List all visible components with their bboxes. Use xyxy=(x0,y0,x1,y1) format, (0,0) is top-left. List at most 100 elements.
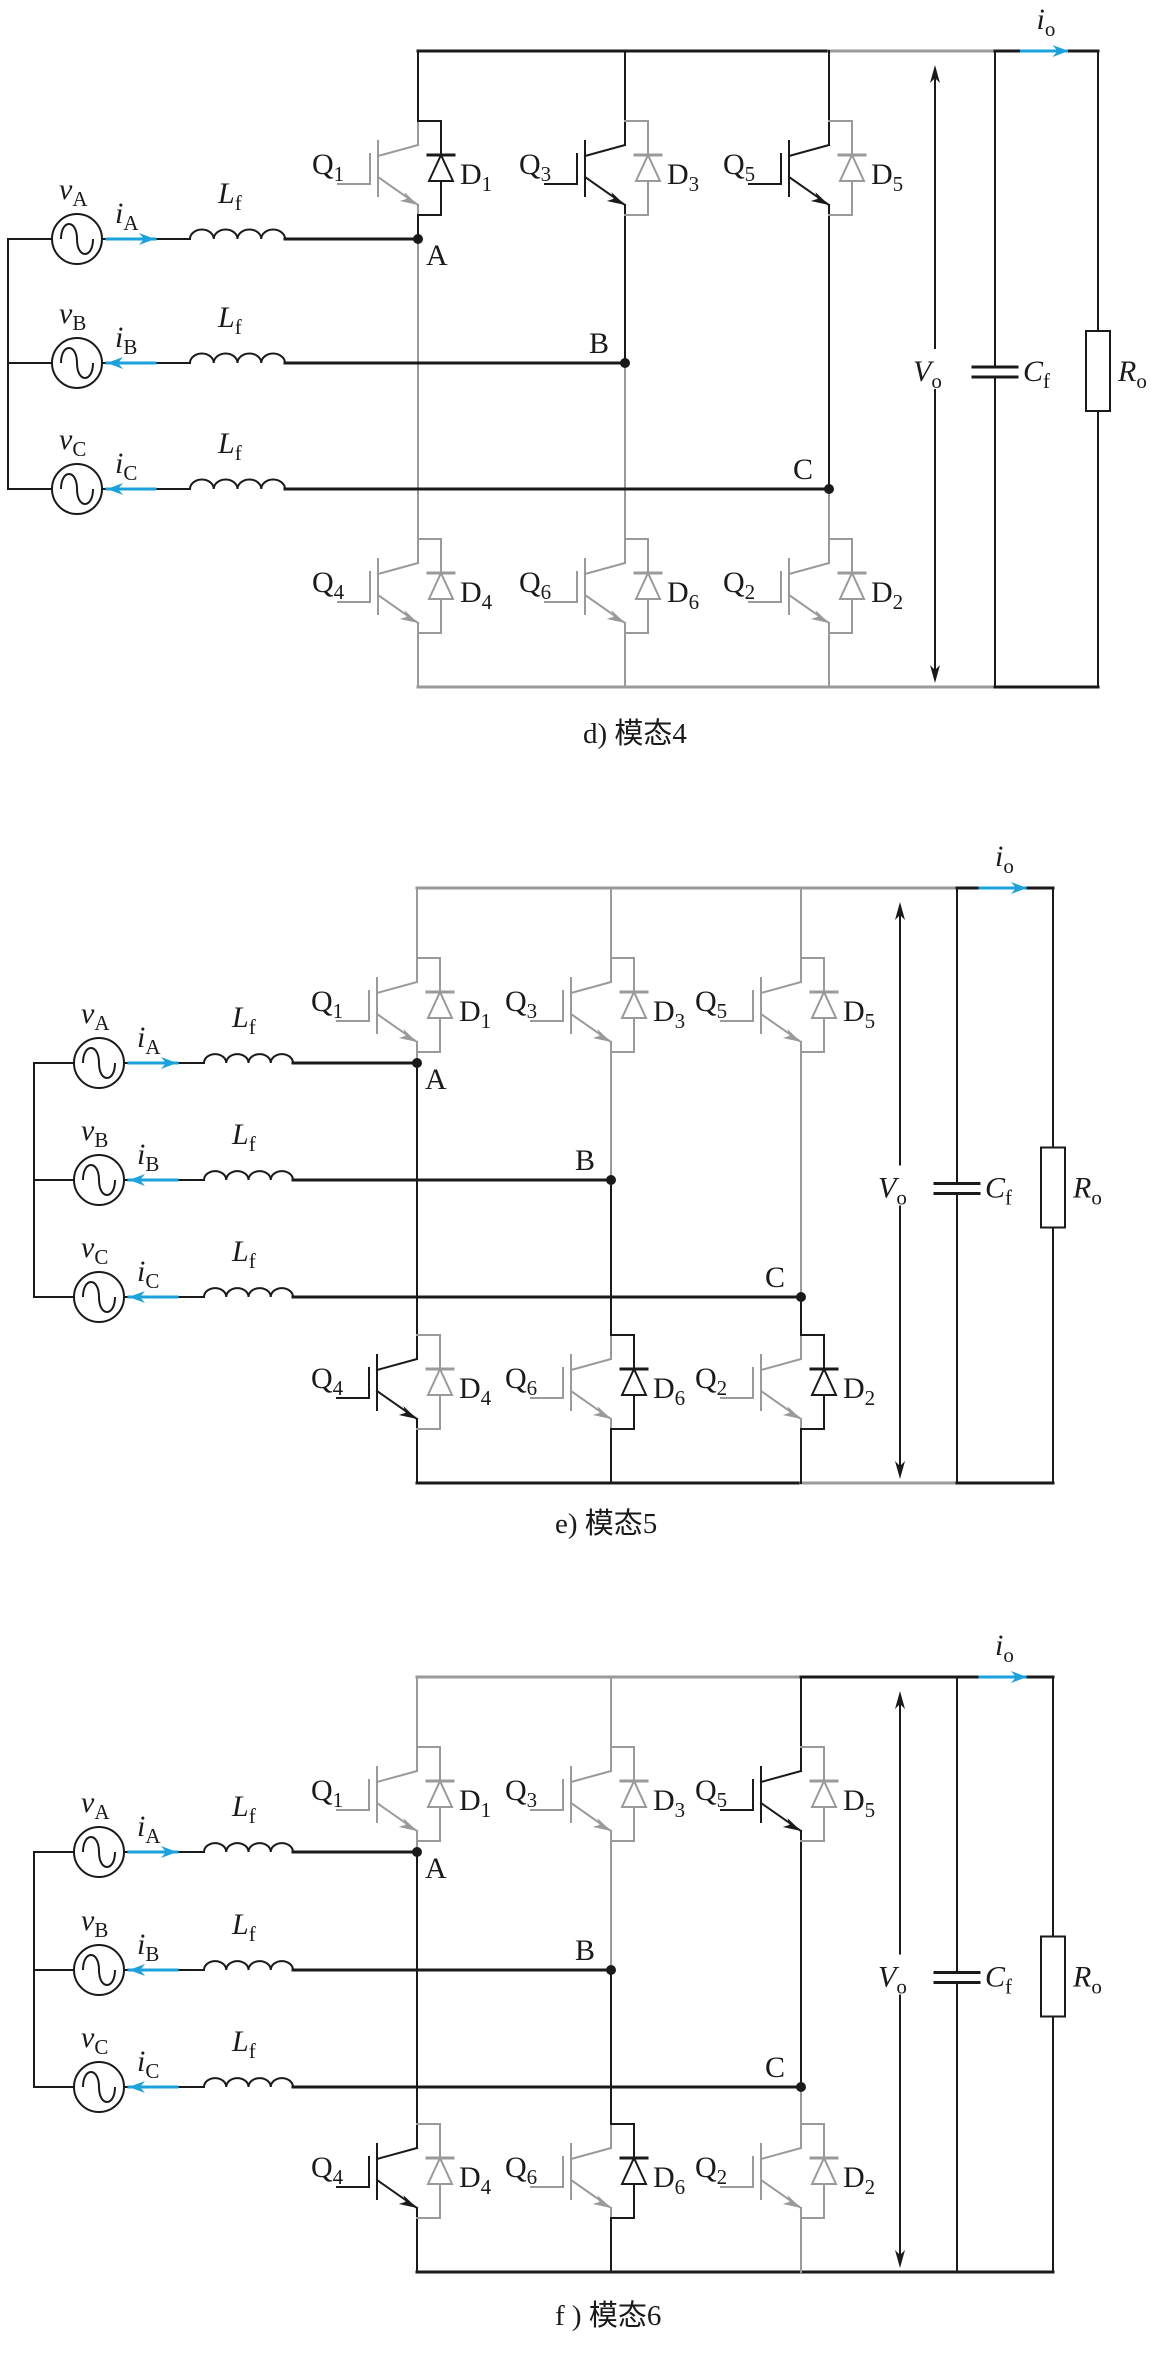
source-voltage-label: vA xyxy=(81,1786,110,1824)
igbt-collector-line xyxy=(759,1769,803,1784)
diode-triangle-icon xyxy=(426,989,454,1019)
igbt-emitter-arrow-icon xyxy=(810,610,829,623)
diode-label: D4 xyxy=(459,1372,492,1410)
igbt-collector-line xyxy=(569,980,613,995)
node-dot xyxy=(606,1175,616,1185)
diode-label: D6 xyxy=(653,2161,685,2199)
inductor-label: Lf xyxy=(217,177,242,215)
diode-label: D6 xyxy=(667,576,699,614)
diode-label: D4 xyxy=(460,576,493,614)
inductor-icon xyxy=(203,1170,294,1181)
diode-label: D1 xyxy=(459,1784,491,1822)
switch-label: Q3 xyxy=(519,148,551,186)
diode-label: D5 xyxy=(843,1784,875,1822)
diode-label: D2 xyxy=(843,1372,875,1410)
diode-label: D5 xyxy=(871,158,903,196)
resistor-label: Ro xyxy=(1072,1172,1102,1210)
sine-wave-icon xyxy=(82,1836,116,1868)
igbt-emitter-arrow-icon xyxy=(398,2195,417,2208)
arrow-down-icon xyxy=(895,2250,905,2268)
arrow-up-icon xyxy=(930,65,940,83)
diode-label: D1 xyxy=(460,158,492,196)
diode-triangle-icon xyxy=(620,2155,648,2185)
sine-wave-icon xyxy=(82,1954,116,1986)
phase-current-label: iB xyxy=(115,321,137,359)
diode-triangle-icon xyxy=(634,570,662,600)
current-arrow-icon xyxy=(161,1846,177,1858)
diode-label: D1 xyxy=(459,995,491,1033)
output-current-arrow-icon xyxy=(1011,882,1027,894)
igbt-emitter-arrow-icon xyxy=(810,192,829,205)
upper-switch-1: Q1 D1 xyxy=(312,120,492,216)
current-arrow-icon xyxy=(129,1291,145,1303)
source-voltage-label: vC xyxy=(59,423,86,461)
panel-caption: e) 模态5 xyxy=(555,1507,657,1540)
node-dot xyxy=(796,2082,806,2092)
resistor-label: Ro xyxy=(1117,355,1147,393)
switch-label: Q3 xyxy=(505,985,537,1023)
diode-triangle-icon xyxy=(426,2155,454,2185)
switch-label: Q4 xyxy=(312,566,345,604)
igbt-emitter-arrow-icon xyxy=(399,192,418,205)
source-voltage-label: vC xyxy=(81,1231,108,1269)
node-label: B xyxy=(589,327,609,360)
current-arrow-icon xyxy=(107,357,123,369)
node-dot xyxy=(796,1292,806,1302)
igbt-collector-line xyxy=(583,143,627,158)
diode-triangle-icon xyxy=(838,152,866,182)
switch-label: Q4 xyxy=(311,2151,344,2189)
diode-triangle-icon xyxy=(838,570,866,600)
diode-label: D3 xyxy=(653,995,685,1033)
igbt-emitter-arrow-icon xyxy=(782,2195,801,2208)
panel-caption: d) 模态4 xyxy=(583,717,687,750)
label-mask xyxy=(925,349,945,389)
diode-label: D6 xyxy=(653,1372,685,1410)
igbt-emitter-arrow-icon xyxy=(592,1029,611,1042)
output-current-arrow-icon xyxy=(1052,45,1069,57)
label-mask xyxy=(890,1954,910,1995)
arrow-up-icon xyxy=(895,902,905,920)
current-arrow-icon xyxy=(129,1174,145,1186)
arrow-up-icon xyxy=(895,1691,905,1709)
source-voltage-label: vA xyxy=(81,997,110,1035)
igbt-emitter-arrow-icon xyxy=(606,610,625,623)
resistor-icon xyxy=(1085,330,1111,412)
source-voltage-label: vB xyxy=(59,297,86,335)
output-current-label: io xyxy=(1037,3,1056,41)
igbt-collector-line xyxy=(583,561,627,576)
phase-current-label: iA xyxy=(137,1810,161,1848)
igbt-collector-line xyxy=(759,980,803,995)
diode-triangle-icon xyxy=(810,2155,838,2185)
switch-label: Q1 xyxy=(312,148,344,186)
inductor-label: Lf xyxy=(231,1001,256,1039)
phase-current-label: iC xyxy=(137,1255,159,1293)
switch-label: Q6 xyxy=(519,566,551,604)
node-label: B xyxy=(575,1934,595,1967)
inductor-icon xyxy=(189,228,286,240)
node-dot xyxy=(620,358,630,368)
phase-current-label: iC xyxy=(137,2045,159,2083)
source-voltage-label: vB xyxy=(81,1114,108,1152)
capacitor-label: Cf xyxy=(985,1172,1012,1210)
igbt-collector-line xyxy=(375,980,419,995)
inductor-label: Lf xyxy=(231,1790,256,1828)
igbt-emitter-arrow-icon xyxy=(782,1029,801,1042)
node-label: B xyxy=(575,1144,595,1177)
capacitor-label: Cf xyxy=(985,1961,1012,1999)
inductor-label: Lf xyxy=(231,1908,256,1946)
switch-label: Q5 xyxy=(695,985,727,1023)
phase-current-label: iB xyxy=(137,1138,159,1176)
label-mask xyxy=(890,1165,910,1206)
current-arrow-icon xyxy=(139,233,155,245)
igbt-emitter-arrow-icon xyxy=(398,1818,417,1831)
sine-wave-icon xyxy=(82,1047,116,1079)
panel-caption: f ) 模态6 xyxy=(555,2299,661,2332)
phase-current-label: iA xyxy=(115,197,139,235)
diode-label: D2 xyxy=(843,2161,875,2199)
